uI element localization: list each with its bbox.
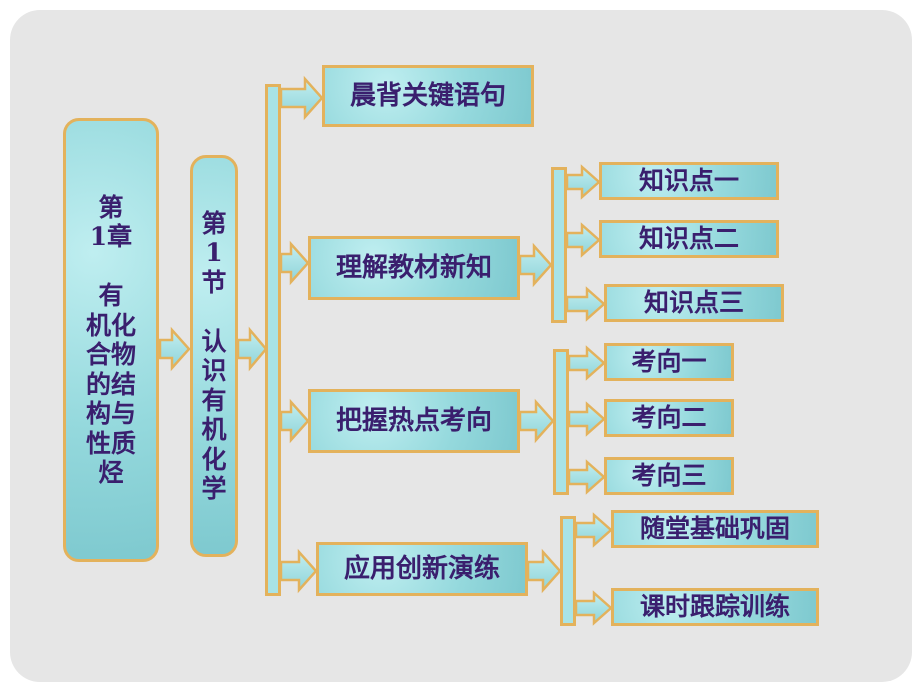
practice-after-class: 课时跟踪训练 — [611, 588, 819, 626]
node-understand-new-knowledge: 理解教材新知 — [308, 236, 520, 300]
knowledge-connector-bar — [551, 167, 567, 323]
knowledge-point-3: 知识点三 — [604, 284, 784, 322]
practice-in-class: 随堂基础巩固 — [611, 510, 819, 548]
arrow-bar-to-node-3 — [279, 398, 310, 444]
hot-topic-1: 考向一 — [604, 343, 734, 381]
chapter-box: 第 1章 有 机化 合物 的结 构与 性质 烃 — [63, 118, 159, 562]
arrow-to-hot-topic-2 — [567, 401, 606, 437]
arrow-node-3-to-topics-bar — [518, 398, 555, 444]
arrow-to-practice-2 — [574, 590, 613, 626]
arrow-bar-to-node-2 — [279, 240, 310, 286]
knowledge-point-1: 知识点一 — [599, 162, 779, 200]
arrow-to-knowledge-point-3 — [565, 286, 606, 322]
node-morning-key-sentences: 晨背关键语句 — [322, 65, 534, 127]
arrow-bar-to-node-1 — [279, 75, 324, 121]
main-connector-bar — [265, 84, 281, 596]
arrow-bar-to-node-4 — [279, 548, 318, 594]
hot-topic-3: 考向三 — [604, 457, 734, 495]
node-hot-topics: 把握热点考向 — [308, 389, 520, 453]
hot-topics-connector-bar — [553, 349, 569, 495]
arrow-to-knowledge-point-2 — [565, 222, 601, 258]
node-application-practice: 应用创新演练 — [316, 542, 528, 596]
arrow-section-to-bar — [236, 326, 268, 372]
arrow-chapter-to-section — [158, 326, 191, 372]
hot-topic-2: 考向二 — [604, 399, 734, 437]
arrow-to-practice-1 — [574, 512, 613, 548]
section-box: 第 1 节 认 识 有 机 化 学 — [190, 155, 238, 557]
arrow-to-hot-topic-3 — [567, 459, 606, 495]
arrow-node-2-to-knowledge-bar — [518, 242, 553, 288]
arrow-to-knowledge-point-1 — [565, 164, 601, 200]
arrow-to-hot-topic-1 — [567, 345, 606, 381]
arrow-node-4-to-practice-bar — [526, 548, 562, 594]
knowledge-point-2: 知识点二 — [599, 220, 779, 258]
